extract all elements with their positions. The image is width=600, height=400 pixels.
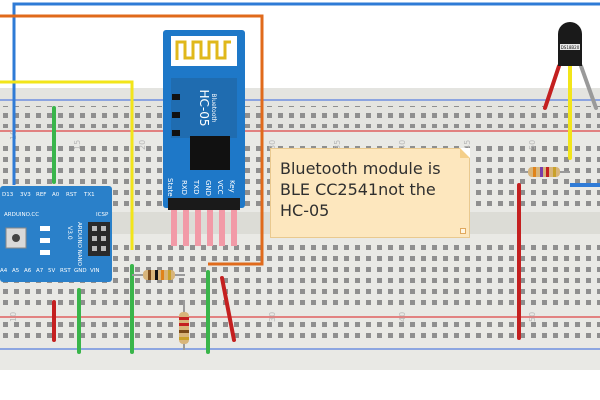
pin-label-rxd: RXD: [180, 180, 188, 195]
wire-red: [220, 276, 236, 342]
nano-pin: A5: [12, 268, 20, 274]
resistor-horizontal-left: [132, 270, 185, 280]
column-label: 15: [73, 140, 82, 150]
pin-label-state: State: [166, 178, 174, 197]
module-name: HC-05: [197, 89, 211, 126]
column-label: 45: [463, 140, 472, 150]
column-label: 30: [268, 140, 277, 150]
pin-label-key: Key: [228, 180, 236, 193]
sticky-note: Bluetooth module is BLE CC2541not the HC…: [270, 148, 470, 238]
nano-version: V3.0: [66, 226, 73, 240]
nano-icsp: ICSP: [96, 212, 109, 218]
nano-pin: REF: [36, 192, 46, 198]
nano-pin: GND: [74, 268, 87, 274]
nano-led: [40, 250, 50, 255]
top-rail-holes: [0, 106, 600, 128]
module-chip: [190, 136, 230, 170]
wire-orange: [0, 14, 264, 266]
column-label: 50: [528, 140, 537, 150]
column-label: 20: [138, 140, 147, 150]
note-resize-handle: [460, 228, 466, 234]
nano-pin: D13: [2, 192, 14, 198]
column-label: 30: [268, 312, 277, 322]
icsp-header: [88, 222, 110, 256]
nano-pin: A0: [52, 192, 60, 198]
temperature-sensor: DS18B20: [558, 22, 582, 66]
nano-pin: A6: [24, 268, 32, 274]
nano-pin: TX1: [83, 192, 95, 198]
column-label: 35: [333, 140, 342, 150]
resistor-horizontal-right: [520, 167, 570, 177]
pin-label-gnd: GND: [204, 180, 212, 196]
sensor-leg-red: [543, 64, 561, 110]
nano-pin: 3V3: [20, 192, 31, 198]
nano-pin: A7: [36, 268, 44, 274]
note-fold: [460, 148, 470, 158]
column-label: 50: [528, 312, 537, 322]
nano-pin: 5V: [48, 268, 55, 274]
column-label: 10: [9, 312, 18, 322]
column-label: 40: [398, 140, 407, 150]
nano-brand: ARDUINO.CC: [4, 212, 39, 218]
pin-label-vcc: VCC: [216, 180, 224, 195]
nano-model: ARDUINO NANO: [76, 222, 82, 267]
nano-led: [40, 226, 50, 231]
column-label: 40: [398, 312, 407, 322]
note-text: Bluetooth module is BLE CC2541not the HC…: [280, 159, 441, 220]
antenna-trace: [175, 40, 231, 60]
nano-pin: RST: [60, 268, 71, 274]
module-header-pins: [168, 198, 240, 246]
sensor-leg-gray: [579, 64, 598, 110]
nano-pin: A4: [0, 268, 8, 274]
arduino-nano: D13 3V3 REF A0 RST TX1 ARDUINO.CC ICSP A…: [0, 186, 112, 282]
reset-button-cap: [12, 234, 20, 242]
nano-led: [40, 238, 50, 243]
wire-yellow-left: [0, 80, 134, 250]
wire-blue-top: [12, 2, 600, 185]
pin-label-txd: TXD: [192, 179, 200, 194]
resistor-vertical: [179, 300, 189, 350]
nano-pin: VIN: [90, 268, 100, 274]
sensor-label: DS18B20: [561, 45, 580, 50]
nano-pin: RST: [66, 192, 77, 198]
bottom-rail-holes: [0, 322, 600, 344]
module-subtitle: Bluetooth: [210, 93, 217, 122]
bluetooth-module: HC-05 Bluetooth State RXD TXD GND VCC Ke…: [163, 30, 245, 246]
